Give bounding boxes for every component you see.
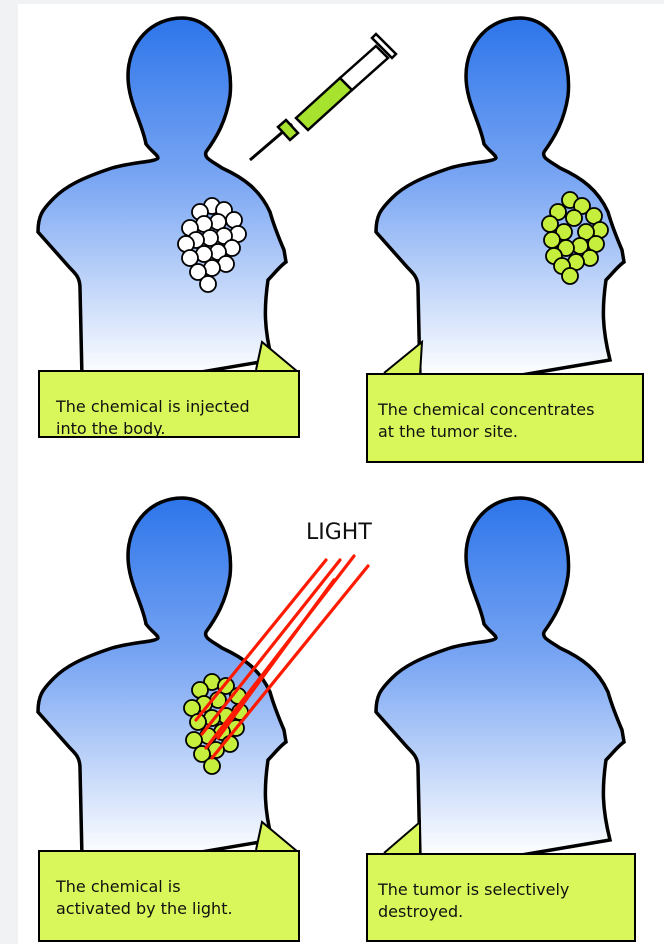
caption-1-line-2: into the body. bbox=[56, 418, 298, 440]
person-silhouette-2 bbox=[376, 18, 624, 378]
caption-4-line-2: destroyed. bbox=[378, 901, 634, 923]
caption-box-1: The chemical is injected into the body. bbox=[38, 370, 300, 438]
panel-1 bbox=[38, 18, 396, 378]
caption-2-line-2: at the tumor site. bbox=[378, 421, 642, 443]
person-silhouette-1 bbox=[38, 18, 286, 378]
caption-1-line-1: The chemical is injected bbox=[56, 396, 298, 418]
person-silhouette-3 bbox=[38, 498, 286, 858]
caption-3-line-1: The chemical is bbox=[56, 876, 298, 898]
caption-box-4: The tumor is selectively destroyed. bbox=[366, 853, 636, 942]
caption-3-line-2: activated by the light. bbox=[56, 898, 298, 920]
caption-2-line-1: The chemical concentrates bbox=[378, 399, 642, 421]
person-silhouette-4 bbox=[376, 498, 624, 858]
light-label: LIGHT bbox=[306, 520, 372, 545]
caption-box-2: The chemical concentrates at the tumor s… bbox=[366, 373, 644, 463]
syringe-icon bbox=[250, 34, 396, 160]
caption-box-3: The chemical is activated by the light. bbox=[38, 850, 300, 942]
caption-4-line-1: The tumor is selectively bbox=[378, 879, 634, 901]
panel-2 bbox=[376, 18, 624, 378]
panel-3 bbox=[38, 498, 368, 858]
panel-4 bbox=[376, 498, 624, 858]
